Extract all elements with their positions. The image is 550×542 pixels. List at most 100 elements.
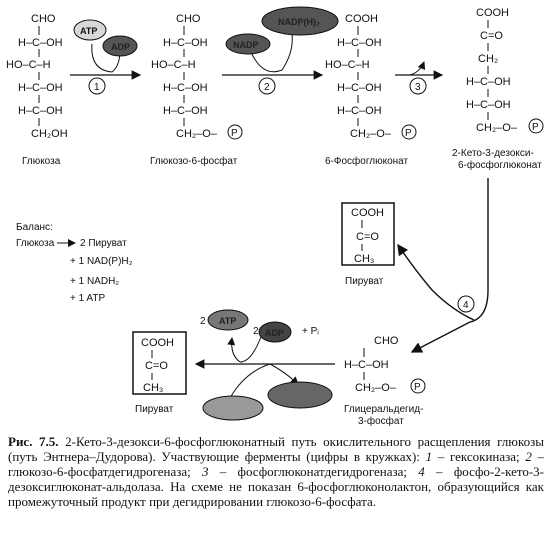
atp-ellipse (73, 19, 107, 41)
g6p-c6: CH₂–O– (176, 128, 218, 140)
glucose-c3: HO–C–H (6, 59, 51, 71)
step2-circle (258, 77, 276, 95)
kdpg-c5: H–C–OH (466, 99, 511, 111)
pg6-c1: COOH (345, 13, 378, 25)
g3p-structure: CHO H–C–OH CH₂–O– P (344, 335, 426, 394)
pg6-structure: COOH H–C–OH HO–C–H H–C–OH H–C–OH CH₂–O– … (325, 13, 417, 140)
step3-number: 3 (415, 82, 421, 93)
caption-num-3: 3 (202, 464, 209, 479)
pg6-phosphate-label: P (405, 128, 412, 139)
caption-enzyme-1: – гексокиназа; (432, 449, 526, 464)
glucose-c1: CHO (31, 13, 56, 25)
pyruvate-left-c2: C=O (145, 360, 168, 372)
nadph2-ellipse (261, 6, 339, 36)
kdpg-label-line2: 6-фосфоглюконат (458, 159, 542, 171)
kdpg-c2: C=O (480, 30, 503, 42)
glucose-structure: CHO H–C–OH HO–C–H H–C–OH H–C–OH CH₂OH (6, 13, 68, 140)
step3-circle (409, 77, 427, 95)
nadph2-label: NADP(H)₂ (278, 17, 320, 27)
kdpg-label-line1: 2-Кето-3-дезокси- (452, 148, 534, 159)
atp-out-ellipse (207, 309, 249, 331)
step1-cofactor-curve (91, 43, 121, 73)
kdpg-phosphate-label: P (532, 122, 539, 133)
pyruvate-right-structure: COOH C=O CH₃ (351, 207, 384, 265)
g6p-c1: CHO (176, 13, 201, 25)
step2-number: 2 (264, 82, 270, 93)
caption-enzyme-2: – глюкозо-6-фосфатдегидрогеназа; (8, 449, 544, 479)
glucose-c5: H–C–OH (18, 105, 63, 117)
kdpg-c4: H–C–OH (466, 76, 511, 88)
balance-title: Баланс: (16, 222, 53, 233)
g6p-label: Глюкозо-6-фосфат (150, 155, 238, 167)
g6p-c5: H–C–OH (163, 105, 208, 117)
g3p-c2: H–C–OH (344, 359, 389, 371)
caption-enzyme-3: – фосфоглюконатдегидрогеназа; (208, 464, 419, 479)
balance-product-1: 2 Пируват (80, 238, 127, 249)
pg6-c2: H–C–OH (337, 37, 382, 49)
g6p-phosphate-label: P (231, 128, 238, 139)
caption-num-4: 4 (418, 464, 425, 479)
step4-to-g3p-arrow (410, 321, 471, 353)
caption-enzyme-4: – фосфо-2-кето-3-дезоксиглюконат-альдола… (8, 464, 545, 509)
balance-product-3: + 1 NADH₂ (70, 276, 119, 287)
kdpg-c6: CH₂–O– (476, 122, 518, 134)
atp-coef: 2 (200, 316, 206, 327)
atp-label: ATP (80, 26, 97, 36)
g3p-phosphate-circle (410, 378, 426, 394)
step2-cofactor-curve (249, 33, 293, 73)
atp-out-label: ATP (219, 316, 236, 326)
pyruvate-right-label: Пируват (345, 276, 384, 287)
g6p-phosphate-circle (227, 124, 243, 140)
step4-main-curve (469, 178, 489, 323)
step1-circle (88, 77, 106, 95)
step3-side-arrow (409, 61, 426, 76)
pg6-c3: HO–C–H (325, 59, 370, 71)
balance-product-4: + 1 ATP (70, 293, 105, 304)
nad-curve-left (229, 363, 271, 399)
kdpg-c3: CH₂ (478, 53, 498, 65)
balance-block: Баланс: Глюкоза 2 Пируват + 1 NAD(P)H₂ +… (16, 222, 133, 304)
nadh2-ellipse (267, 381, 333, 409)
kdpg-c1: COOH (476, 7, 509, 19)
atp-yield-curve (239, 333, 263, 363)
nadp-ellipse (225, 33, 271, 55)
g6p-c4: H–C–OH (163, 82, 208, 94)
kdpg-structure: COOH C=O CH₂ H–C–OH H–C–OH CH₂–O– P (466, 7, 544, 134)
caption-text-a: 2-Кето-3-дезокси-6-фосфоглюконатный путь… (8, 434, 544, 464)
step4-number: 4 (463, 300, 469, 311)
kdpg-phosphate-circle (528, 118, 544, 134)
g6p-c2: H–C–OH (163, 37, 208, 49)
pyruvate-right-c1: COOH (351, 207, 384, 219)
adp-in-ellipse (258, 321, 292, 343)
caption-num-2: 2 (525, 449, 532, 464)
balance-substrate: Глюкоза (16, 238, 55, 249)
glucose-c6: CH₂OH (31, 128, 68, 140)
pyruvate-left-box (132, 331, 187, 395)
caption-label: Рис. 7.5. (8, 434, 59, 449)
pyruvate-left-c1: COOH (141, 337, 174, 349)
nad-ellipse (202, 395, 264, 421)
figure-caption: Рис. 7.5. 2-Кето-3-дезокси-6-фосфоглюкон… (8, 434, 544, 509)
glucose-label: Глюкоза (22, 156, 61, 167)
g6p-structure: CHO H–C–OH HO–C–H H–C–OH H–C–OH CH₂–O– P (151, 13, 243, 140)
glucose-c2: H–C–OH (18, 37, 63, 49)
nad-curve-right (269, 363, 299, 385)
pyruvate-right-c2: C=O (356, 231, 379, 243)
pyruvate-left-structure: COOH C=O CH₃ (141, 337, 174, 394)
pyruvate-right-c3: CH₃ (354, 253, 374, 265)
pg6-c4: H–C–OH (337, 82, 382, 94)
adp-ellipse (102, 35, 138, 57)
step1-number: 1 (94, 82, 100, 93)
g3p-c3: CH₂–O– (355, 382, 397, 394)
g3p-c1: CHO (374, 335, 399, 347)
pyruvate-left-c3: CH₃ (143, 382, 163, 394)
step4-circle (457, 295, 475, 313)
balance-product-2: + 1 NAD(P)H₂ (70, 256, 133, 267)
atp-yield-arrow (227, 337, 241, 363)
g3p-label-line2: 3-фосфат (358, 415, 404, 427)
pg6-phosphate-circle (401, 124, 417, 140)
glucose-c4: H–C–OH (18, 82, 63, 94)
adp-in-label: ADP (265, 328, 284, 338)
pyruvate-left-label: Пируват (135, 404, 174, 415)
